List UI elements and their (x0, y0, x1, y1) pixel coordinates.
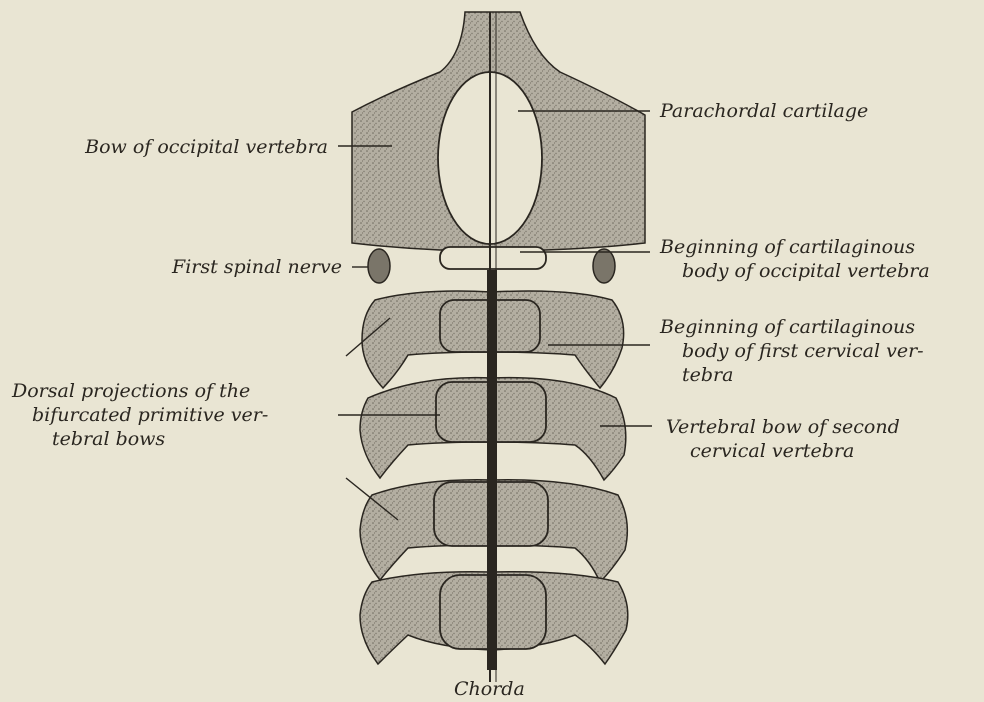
first-spinal-nerve-left (368, 249, 390, 283)
label-begin-occ-line-1: Beginning of cartilaginous (660, 236, 915, 258)
occipital-body (440, 247, 546, 269)
label-begin-occ-line-2: body of occipital vertebra (682, 260, 930, 282)
label-begin-cerv-line-1: Beginning of cartilaginous (660, 316, 915, 338)
label-begin-cerv-line-2: body of first cervical ver- (682, 340, 924, 362)
label-first-spinal-nerve: First spinal nerve (172, 256, 342, 278)
label-chorda: Chorda (454, 678, 525, 700)
label-bow-occipital: Bow of occipital vertebra (85, 136, 328, 158)
label-vert-bow-line-2: cervical vertebra (690, 440, 854, 462)
label-vert-bow-line-1: Vertebral bow of second (666, 416, 900, 438)
label-dorsal-line-3: tebral bows (52, 428, 165, 450)
label-dorsal-line-1: Dorsal projections of the (12, 380, 250, 402)
first-spinal-nerve-right (593, 249, 615, 283)
label-begin-cerv-line-3: tebra (682, 364, 733, 386)
label-dorsal-line-2: bifurcated primitive ver- (32, 404, 268, 426)
label-parachordal: Parachordal cartilage (660, 100, 868, 122)
